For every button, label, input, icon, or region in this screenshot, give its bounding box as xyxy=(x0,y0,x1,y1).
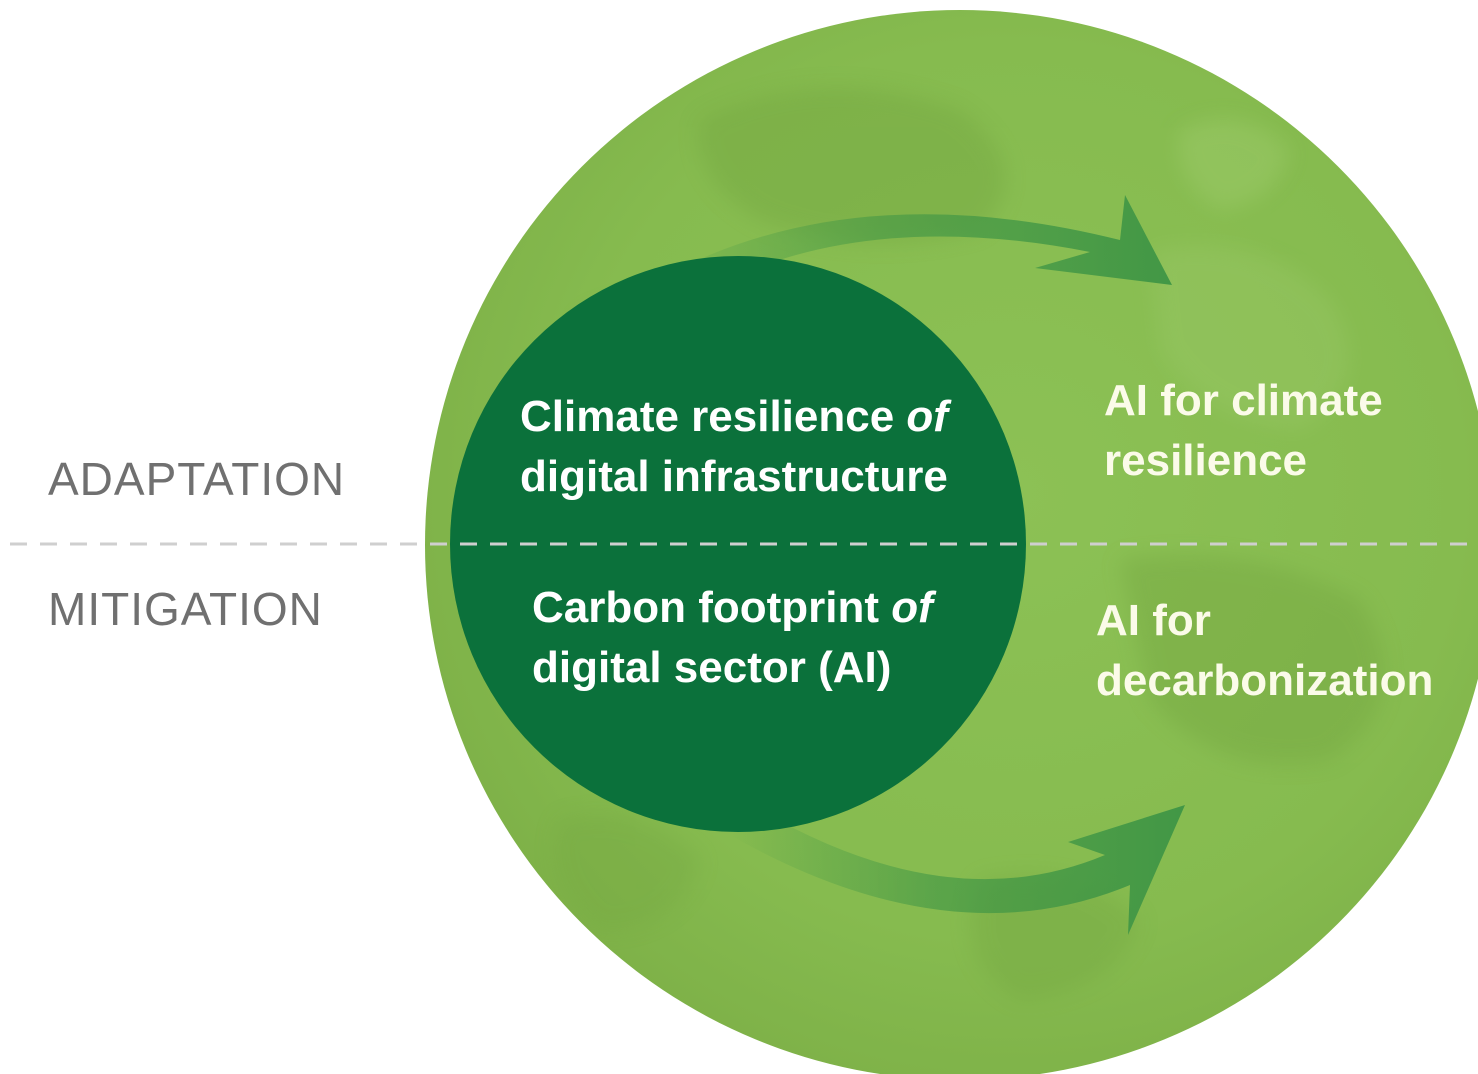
mitigation-label: MITIGATION xyxy=(48,583,323,635)
inner-adaptation-emphasis: of xyxy=(906,392,948,441)
outer-adaptation-text: AI for climate resilience xyxy=(1104,371,1383,491)
outer-mitigation-text: AI for decarbonization xyxy=(1096,591,1433,711)
inner-adaptation-line2: digital infrastructure xyxy=(520,452,948,501)
outer-adaptation-line1: AI for climate xyxy=(1104,376,1383,425)
adaptation-label: ADAPTATION xyxy=(48,453,346,505)
outer-mitigation-line1: AI for xyxy=(1096,596,1211,645)
inner-mitigation-text: Carbon footprint of digital sector (AI) xyxy=(532,578,933,698)
inner-mitigation-line2: digital sector (AI) xyxy=(532,643,892,692)
inner-mitigation-line1: Carbon footprint of xyxy=(532,583,933,632)
inner-adaptation-text: Climate resilience of digital infrastruc… xyxy=(520,387,948,507)
outer-adaptation-line2: resilience xyxy=(1104,436,1308,485)
curved-arrow-icon-mitigation xyxy=(730,805,1185,935)
inner-mitigation-emphasis: of xyxy=(891,583,933,632)
outer-mitigation-line2: decarbonization xyxy=(1096,656,1434,705)
inner-adaptation-line1: Climate resilience of xyxy=(520,392,948,441)
